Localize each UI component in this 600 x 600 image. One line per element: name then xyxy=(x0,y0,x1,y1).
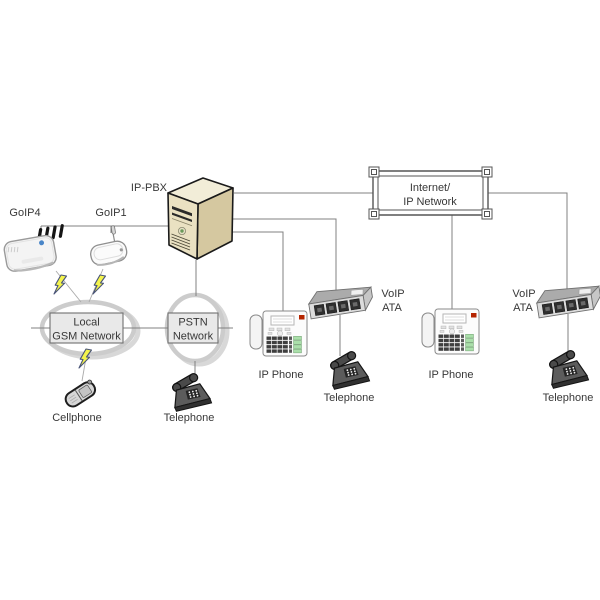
goip4-gateway xyxy=(3,224,64,272)
antenna-icon xyxy=(58,224,64,238)
ip-phone-right-label: IP Phone xyxy=(428,369,473,381)
connector-pbx-ipphone1 xyxy=(230,231,284,312)
telephone-ata-left-label: Telephone xyxy=(324,392,375,404)
telephone-pstn-label: Telephone xyxy=(164,412,215,424)
lightning-bolt-icon xyxy=(53,274,68,295)
goip4-label: GoIP4 xyxy=(9,207,40,219)
goip1-label: GoIP1 xyxy=(95,207,126,219)
internet-label-line1: Internet/ xyxy=(410,182,451,194)
gsm-network-label-line2: GSM Network xyxy=(52,331,121,343)
connector-pbx-ata1 xyxy=(232,218,337,292)
cellphone-icon xyxy=(64,379,97,408)
gsm-network-box: Local GSM Network xyxy=(49,312,124,344)
plaque-corner-ornaments xyxy=(368,166,493,220)
voip-ata-right-label-line1: VoIP xyxy=(512,288,535,300)
ip-phone-left-label: IP Phone xyxy=(258,369,303,381)
ip-phone-icon xyxy=(249,310,308,357)
connectors xyxy=(31,192,569,382)
antenna-icon xyxy=(51,225,57,240)
server-grill xyxy=(171,233,191,251)
gsm-network-label-line1: Local xyxy=(73,317,99,329)
telephone-icon xyxy=(327,347,371,391)
pstn-network-label-line1: PSTN xyxy=(178,317,207,329)
voip-ata-icon xyxy=(534,281,600,319)
server-vent-slit xyxy=(172,206,192,217)
pstn-network-label-line2: Network xyxy=(173,331,214,343)
internet-ip-network-box: Internet/ IP Network xyxy=(368,166,493,220)
voip-ata-right-label-line2: ATA xyxy=(513,302,533,314)
lightning-bolt-icon xyxy=(92,274,107,295)
pstn-network-box: PSTN Network xyxy=(167,312,219,344)
ip-phone-icon xyxy=(421,308,480,355)
telephone-icon xyxy=(546,346,590,390)
voip-ata-left-label-line1: VoIP xyxy=(381,288,404,300)
internet-label-line2: IP Network xyxy=(403,196,457,208)
server-vent-slit xyxy=(172,212,192,222)
telephone-ata-right-label: Telephone xyxy=(543,392,594,404)
goip1-gateway xyxy=(90,225,128,266)
voip-ata-icon xyxy=(306,282,375,320)
ip-pbx-server xyxy=(167,177,234,260)
voip-ata-left-label-line2: ATA xyxy=(382,302,402,314)
telephone-icon xyxy=(169,369,213,413)
ip-pbx-label: IP-PBX xyxy=(131,182,168,194)
connector-internet-ata2 xyxy=(488,192,568,289)
cellphone-label: Cellphone xyxy=(52,412,102,424)
goip4-logo-dot xyxy=(39,240,45,246)
